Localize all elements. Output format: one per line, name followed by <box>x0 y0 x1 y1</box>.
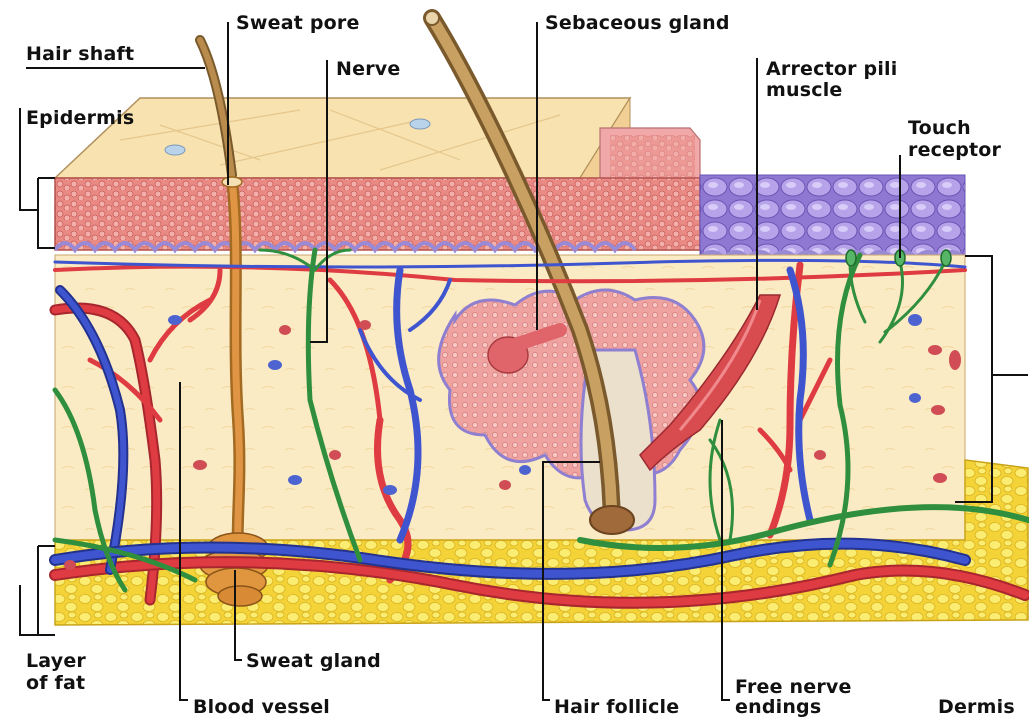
hair-shaft-label: Hair shaft <box>26 43 134 65</box>
sebaceous-gland-label: Sebaceous gland <box>545 12 730 34</box>
arrector-pili-label-line2: muscle <box>766 79 843 101</box>
free-nerve-endings-label-line1: Free nerve <box>735 676 852 698</box>
blood-vessel-label: Blood vessel <box>193 696 330 718</box>
dermis-label: Dermis <box>938 696 1015 718</box>
free-nerve-endings-label-line2: endings <box>735 696 821 718</box>
nerve-label: Nerve <box>336 58 400 80</box>
touch-receptor-label-line2: receptor <box>908 139 1001 161</box>
layer-of-fat-label-line2: of fat <box>26 672 85 694</box>
sweat-pore-label: Sweat pore <box>236 12 360 34</box>
layer-of-fat-label-line1: Layer <box>26 650 86 672</box>
arrector-pili-label-line1: Arrector pili <box>766 58 897 80</box>
epidermis-label: Epidermis <box>26 107 134 129</box>
touch-receptor-label-line1: Touch <box>908 117 971 139</box>
sweat-gland-label: Sweat gland <box>246 650 381 672</box>
hair-follicle-label: Hair follicle <box>554 696 679 718</box>
